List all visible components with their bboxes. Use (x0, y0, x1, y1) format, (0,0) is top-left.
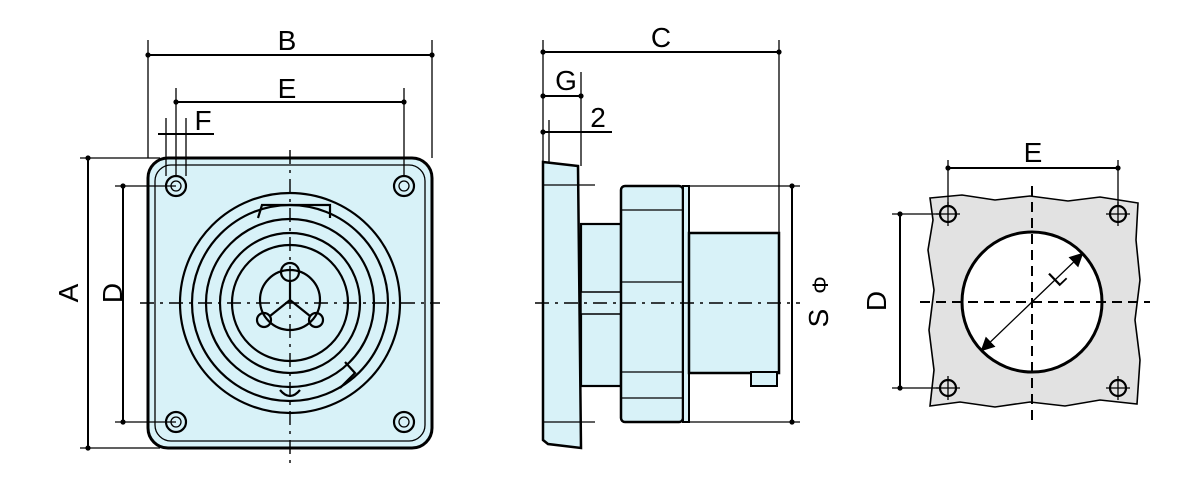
dim-label-b: B (278, 25, 297, 56)
side-view: C G 2 S Φ (535, 22, 834, 450)
front-view: B E F A D (53, 25, 440, 468)
dim-label-d-panel: D (861, 291, 892, 311)
panel-cutout-view: L E D (861, 137, 1150, 422)
dim-label-2: 2 (590, 102, 606, 133)
dim-label-c: C (651, 22, 671, 53)
side-flange (541, 160, 583, 450)
dim-label-g: G (555, 65, 577, 96)
side-nut (619, 184, 685, 424)
side-rear-body (687, 231, 781, 375)
dim-label-e-panel: E (1024, 137, 1043, 168)
dim-label-f: F (194, 105, 211, 136)
dim-label-d-front: D (97, 283, 128, 303)
dim-label-a: A (53, 283, 84, 302)
dim-label-s: S (803, 309, 834, 328)
dim-label-e-front: E (278, 73, 297, 104)
dim-label-phi: Φ (808, 276, 833, 294)
panel-mounting-holes (936, 202, 1130, 400)
